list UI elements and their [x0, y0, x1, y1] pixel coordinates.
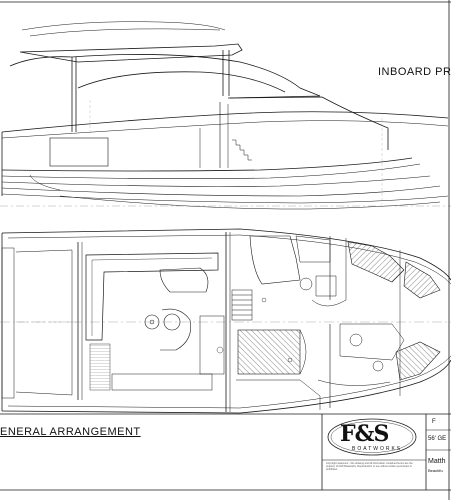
- inboard-profile: [0, 21, 451, 210]
- sheet-number: F: [432, 419, 436, 425]
- companionway-stairs: [231, 289, 253, 321]
- general-arrangement-label: ENERAL ARRANGEMENT: [0, 426, 141, 438]
- boatworks-logo: F&S BOATWORKS: [326, 418, 418, 458]
- client-name: Matth: [428, 458, 446, 465]
- logo-oval: [327, 418, 417, 456]
- logo-subtitle: BOATWORKS: [352, 446, 403, 452]
- general-arrangement-plan: [0, 228, 451, 414]
- inboard-profile-label: INBOARD PROF: [378, 66, 451, 78]
- stairs: [227, 104, 252, 168]
- client-subtitle: Beautifu: [428, 468, 443, 473]
- copyright-notice: Copyright statement - this drawing and a…: [326, 462, 413, 471]
- drawing-title: 56' GE: [428, 436, 447, 442]
- logo-mark: F&S: [340, 421, 389, 447]
